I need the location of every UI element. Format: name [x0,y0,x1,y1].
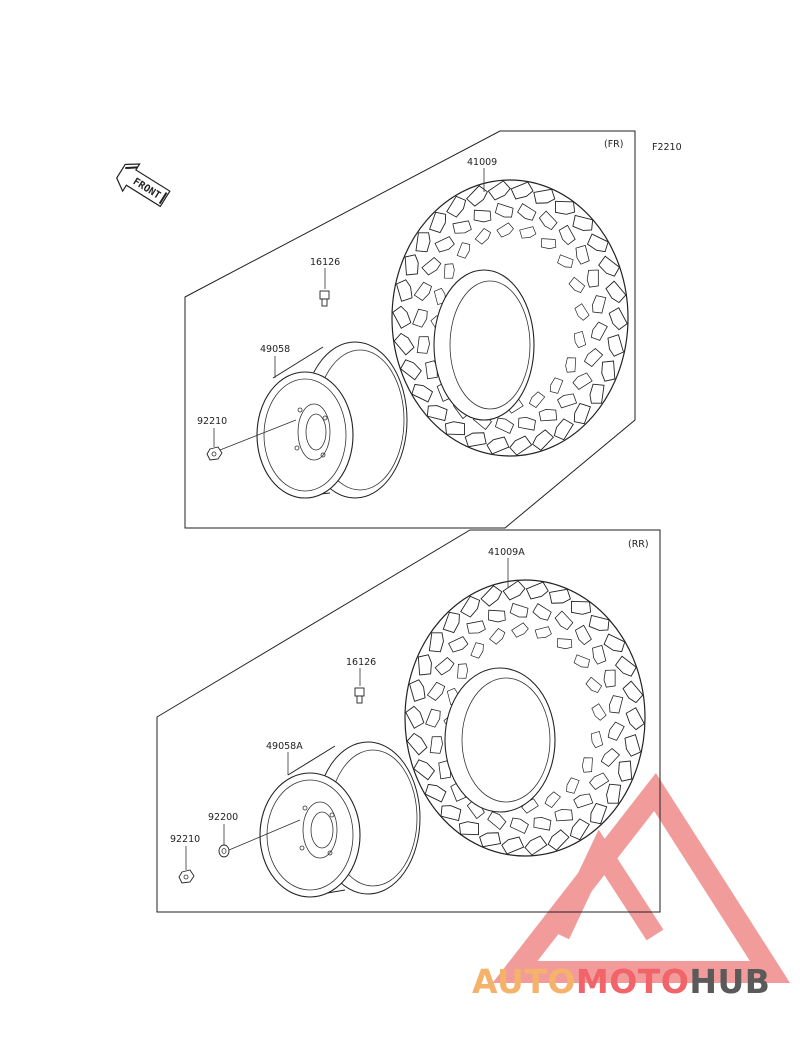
label-tire-front: 41009 [467,157,497,168]
label-wheel-rear: 49058A [266,741,303,752]
tread-block [569,599,592,616]
watermark-part2: MOTO [575,962,690,1001]
tread-block [617,760,633,782]
tread-block [553,199,576,216]
label-nut-front: 92210 [197,416,227,427]
tire-front [391,179,629,457]
wheel-front [256,341,408,499]
tread-block [586,269,600,289]
nut-rear [178,869,195,884]
tread-block [538,408,558,422]
valve-front [319,290,330,307]
label-valve-front: 16126 [310,257,340,268]
label-tire-rear: 41009A [488,547,525,558]
section-rear-frame [156,529,661,913]
figure-code: F2210 [652,142,682,153]
wheel-rear [259,741,421,898]
watermark-part3: HUB [689,962,771,1001]
tread-block [444,420,467,437]
label-wheel-front: 49058 [260,344,290,355]
section-rear: (RR) [156,529,661,913]
section-front: (FR) [184,130,636,529]
section-front-frame [184,130,636,529]
label-washer-rear: 92200 [208,812,238,823]
watermark-part1: AUTO [472,962,576,1001]
section-front-label: (FR) [604,139,623,150]
watermark-logo [492,772,791,983]
watermark-text: AUTOMOTOHUB [472,962,770,1001]
tread-block [404,254,419,276]
tread-block [554,808,574,822]
front-arrow: FRONT [116,163,171,208]
tread-block [417,654,433,676]
tread-block [458,820,481,837]
tread-block [601,360,616,382]
washer-rear [218,844,230,858]
label-nut-rear: 92210 [170,834,200,845]
nut-front [206,446,223,461]
section-rear-label: (RR) [628,539,649,550]
label-valve-rear: 16126 [346,657,376,668]
tire-rear [404,579,646,857]
valve-rear [354,687,365,704]
tread-block [603,669,617,689]
